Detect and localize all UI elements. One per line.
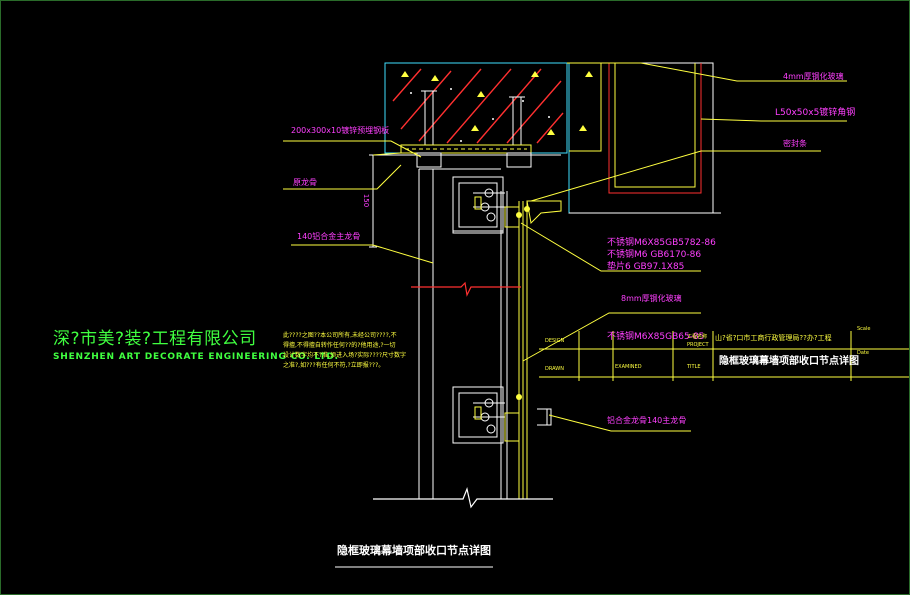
title-block-drawing-title: 隐框玻璃幕墙项部收口节点详图 — [719, 356, 859, 367]
leader-lines — [283, 62, 847, 432]
company-name-cn: 深?市美?装?工程有限公司 — [53, 329, 257, 349]
title-block-title-label: TITLE — [687, 364, 701, 370]
notice-line-4: 之准?,如???有任何不符,?立即报???。 — [283, 362, 385, 369]
annotation-bolt-partial: 不锈钢M6X85GB65-85 — [607, 332, 705, 342]
title-block-scale: Scale — [857, 326, 871, 332]
notice-line-3: 设计数字均不?准,须进入场?实际????尺寸数字 — [283, 352, 407, 359]
mullion-lines — [369, 154, 528, 499]
annotation-embed-plate: 200x300x10镀锌预埋钢板 — [291, 126, 390, 135]
annotation-angle-steel: L50x50x5镀锌角钢 — [775, 108, 856, 118]
annotation-bolt-1: 不锈钢M6X85GB5782-86 — [607, 238, 716, 248]
annotation-seal-strip: 密封条 — [783, 139, 807, 148]
annotation-profile-140-bottom: 铝合金龙骨140主龙骨 — [607, 416, 687, 425]
notice-line-2: 得擅,不得擅自转作任何??的?他用途,?一切 — [283, 342, 396, 349]
company-name-en: SHENZHEN ART DECORATE ENGINEERING CO. LT… — [53, 352, 339, 362]
title-block-examined: EXAMINED — [615, 364, 642, 370]
annotation-bolt-2: 不锈钢M6 GB6170-86 — [607, 250, 702, 260]
embed-plate — [375, 144, 561, 168]
title-block-project-label: PROJECT — [687, 342, 709, 348]
title-block-project-prefix: 工程名称 — [687, 334, 708, 340]
concrete-slab — [384, 62, 568, 154]
bottom-bracket — [452, 386, 552, 444]
drawing-title: 隐框玻璃幕墙项部收口节点详图 — [337, 544, 491, 557]
ceiling-frame — [568, 62, 721, 214]
title-block-date: Date — [857, 350, 869, 356]
annotation-profile-140: 140铝合金主龙骨 — [297, 232, 361, 241]
title-block-lines — [539, 331, 909, 381]
title-block-design: DESIGN — [545, 338, 565, 344]
annotation-glass-4mm: 4mm厚钢化玻璃 — [783, 72, 844, 81]
title-block-drawn: DRAWN — [545, 366, 564, 372]
top-bracket — [452, 176, 562, 234]
annotation-glass-8mm: 8mm厚钢化玻璃 — [621, 294, 682, 303]
title-block-project-name: 山?省?口市工商行政管理局??办?工程 — [715, 334, 832, 342]
annotation-bolt-3: 垫片6 GB97.1X85 — [607, 262, 685, 272]
break-lines — [373, 281, 553, 509]
dimension-vertical: 150 — [362, 193, 371, 208]
annotation-frame: 原龙骨 — [293, 178, 317, 187]
notice-line-1: 此????之图??本公司所有,未经公司????,不 — [283, 332, 397, 339]
